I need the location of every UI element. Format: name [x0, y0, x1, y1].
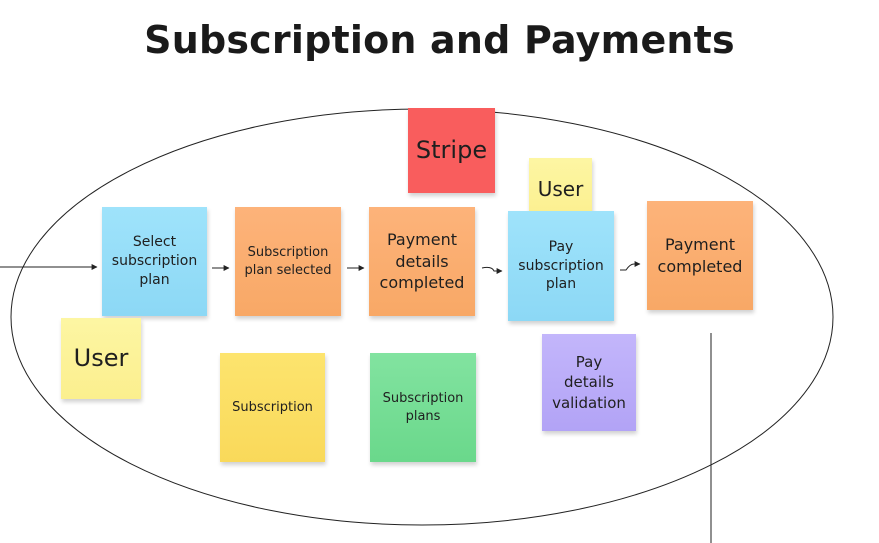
payment-details-note[interactable]: Payment details completed: [369, 207, 475, 316]
plan-selected-label: Subscription plan selected: [244, 244, 332, 278]
pay-plan-note[interactable]: Pay subscription plan: [508, 211, 614, 321]
pay-plan-label: Pay subscription plan: [518, 238, 604, 293]
user-left-label: User: [73, 344, 129, 373]
subscription-note[interactable]: Subscription: [220, 353, 325, 462]
stripe-label: Stripe: [415, 136, 488, 165]
pay-validation-label: Pay details validation: [552, 353, 626, 412]
payment-details-label: Payment details completed: [379, 230, 465, 293]
user-top-label: User: [537, 177, 584, 201]
arrow-pay-to-completed: [620, 261, 641, 271]
plan-selected-note[interactable]: Subscription plan selected: [235, 207, 341, 316]
select-plan-label: Select subscription plan: [111, 234, 198, 288]
payment-completed-label: Payment completed: [657, 234, 743, 276]
page-title: Subscription and Payments: [144, 18, 735, 62]
arrow-details-to-pay: [481, 266, 503, 274]
payment-completed-note[interactable]: Payment completed: [647, 201, 753, 310]
subscription-plans-label: Subscription plans: [382, 390, 464, 424]
select-plan-note[interactable]: Select subscription plan: [102, 207, 207, 316]
pay-validation-note[interactable]: Pay details validation: [542, 334, 636, 431]
user-top-note[interactable]: User: [529, 158, 592, 221]
subscription-plans-note[interactable]: Subscription plans: [370, 353, 476, 462]
user-left-note[interactable]: User: [61, 318, 141, 399]
subscription-label: Subscription: [232, 399, 313, 415]
stripe-note[interactable]: Stripe: [408, 108, 495, 193]
